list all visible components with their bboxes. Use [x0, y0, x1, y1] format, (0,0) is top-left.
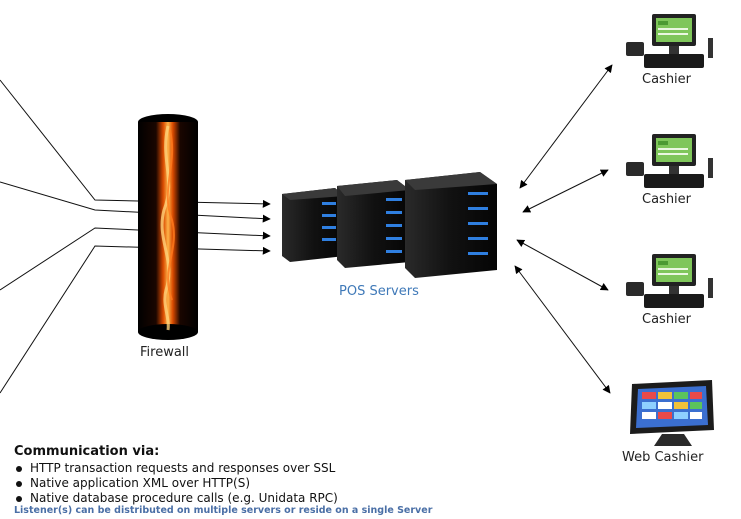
incoming-line-2 [0, 181, 271, 223]
firewall-icon [138, 114, 198, 340]
server-unit-middle [337, 180, 410, 268]
communication-item: Native database procedure calls (e.g. Un… [14, 491, 338, 506]
footnote-text: Listener(s) can be distributed on multip… [14, 505, 433, 516]
incoming-connections [0, 79, 271, 394]
communication-item: HTTP transaction requests and responses … [14, 461, 338, 476]
web-cashier-terminal-icon [630, 380, 714, 446]
arrow-cashier-2 [522, 169, 609, 213]
firewall-label: Firewall [140, 345, 190, 360]
arrow-cashier-3 [516, 239, 609, 291]
communication-list: HTTP transaction requests and responses … [14, 461, 338, 506]
cashier-terminal-icon [626, 134, 713, 188]
communication-panel: Communication via: HTTP transaction requ… [14, 444, 338, 506]
cashier-terminal-icon [626, 14, 713, 68]
cashier-label-1: Cashier [642, 72, 692, 87]
arrow-web-cashier [514, 265, 611, 394]
incoming-line-4 [0, 245, 271, 394]
pos-servers-icon [282, 172, 497, 278]
communication-title: Communication via: [14, 444, 160, 459]
incoming-line-3 [0, 227, 271, 291]
incoming-line-1 [0, 79, 271, 208]
web-cashier-label: Web Cashier [622, 450, 704, 465]
terminal-connections [514, 64, 613, 394]
server-unit-right [405, 172, 497, 278]
cashier-label-2: Cashier [642, 192, 692, 207]
cashier-label-3: Cashier [642, 312, 692, 327]
arrow-cashier-1 [519, 64, 613, 189]
cashier-terminal-icon [626, 254, 713, 308]
pos-servers-label: POS Servers [339, 284, 419, 299]
communication-item: Native application XML over HTTP(S) [14, 476, 338, 491]
server-unit-left [282, 188, 345, 262]
